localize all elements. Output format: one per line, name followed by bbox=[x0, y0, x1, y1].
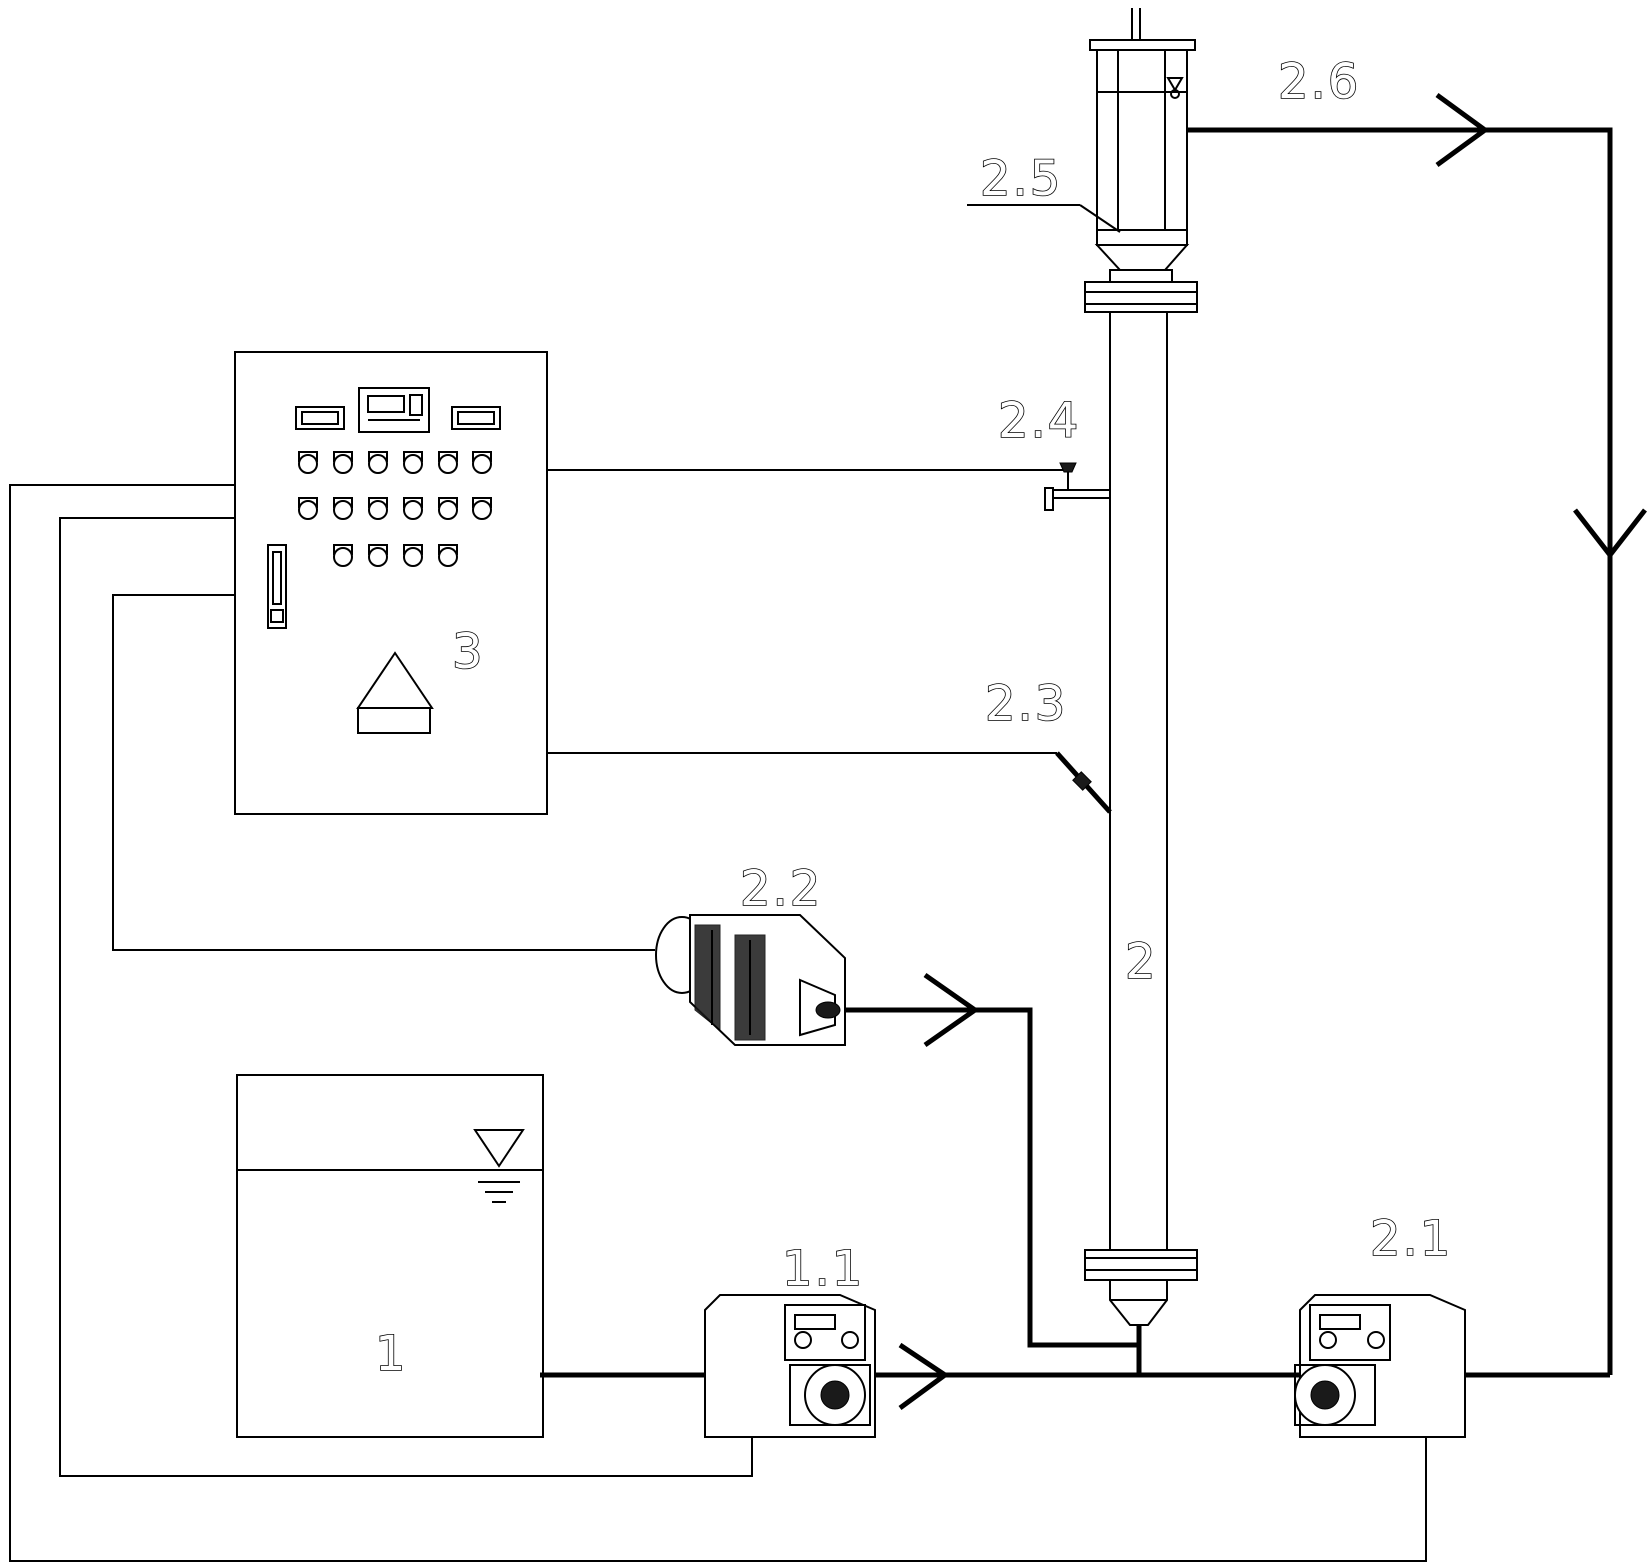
label-sensor-low: 2.3 bbox=[985, 676, 1067, 732]
cabinet-button-knob bbox=[438, 500, 458, 520]
settler-head bbox=[1084, 8, 1198, 313]
arrow-recycle-icon bbox=[1573, 508, 1647, 560]
cabinet-button-icon bbox=[333, 544, 353, 555]
cabinet-button-knob bbox=[333, 547, 353, 567]
cabinet-button-icon bbox=[298, 451, 318, 462]
arrow-outlet-icon bbox=[1435, 92, 1490, 168]
cabinet-button-icon bbox=[438, 544, 458, 555]
sensor-low-icon bbox=[1055, 751, 1112, 814]
cabinet-button-icon bbox=[298, 497, 318, 508]
cabinet-button-knob bbox=[403, 454, 423, 474]
feed-pump: 1.1 bbox=[704, 1240, 876, 1438]
cabinet-button-icon bbox=[472, 451, 492, 462]
cabinet-button-knob bbox=[438, 547, 458, 567]
feed-tank: 1 bbox=[236, 1074, 544, 1438]
display-right bbox=[451, 406, 501, 430]
cabinet-button-knob bbox=[438, 454, 458, 474]
cabinet-button-knob bbox=[298, 500, 318, 520]
cabinet-button-icon bbox=[472, 497, 492, 508]
label-outlet: 2.6 bbox=[1278, 54, 1360, 110]
cabinet-button-icon bbox=[368, 544, 388, 555]
label-recycle-pump: 2.1 bbox=[1370, 1211, 1452, 1267]
cabinet-button-icon bbox=[403, 451, 423, 462]
cabinet-button-knob bbox=[472, 500, 492, 520]
cabinet-button-icon bbox=[333, 451, 353, 462]
label-settler: 2.5 bbox=[980, 151, 1062, 207]
recycle-pump: 2.1 bbox=[1294, 1210, 1466, 1438]
water-level-icon bbox=[473, 1129, 525, 1203]
cabinet-buttons bbox=[298, 451, 492, 567]
sensor-high-icon bbox=[1044, 462, 1111, 511]
label-air-pump: 2.2 bbox=[740, 861, 822, 917]
arrow-feed-icon bbox=[898, 1342, 950, 1411]
cabinet-button-icon bbox=[333, 497, 353, 508]
flow-arrows bbox=[898, 92, 1647, 1411]
cabinet-button-knob bbox=[368, 500, 388, 520]
air-pump: 2.2 bbox=[655, 860, 846, 1046]
arrow-air-icon bbox=[923, 972, 980, 1048]
label-column: 2 bbox=[1125, 934, 1158, 990]
cabinet-button-knob bbox=[403, 500, 423, 520]
cabinet-button-icon bbox=[438, 497, 458, 508]
warning-light-icon bbox=[356, 651, 434, 734]
display-left bbox=[295, 406, 345, 430]
cabinet-button-icon bbox=[438, 451, 458, 462]
cabinet-button-knob bbox=[298, 454, 318, 474]
cabinet-button-knob bbox=[333, 454, 353, 474]
cabinet-button-knob bbox=[472, 454, 492, 474]
cabinet-button-icon bbox=[403, 497, 423, 508]
cabinet-button-knob bbox=[333, 500, 353, 520]
label-sensor-high: 2.4 bbox=[998, 393, 1080, 449]
cabinet-button-knob bbox=[368, 454, 388, 474]
cabinet-button-knob bbox=[403, 547, 423, 567]
cabinet-button-knob bbox=[368, 547, 388, 567]
control-cabinet: 3 bbox=[234, 351, 548, 815]
cabinet-button-icon bbox=[403, 544, 423, 555]
signal-wires bbox=[9, 469, 1427, 1562]
cabinet-button-icon bbox=[368, 497, 388, 508]
cabinet-button-icon bbox=[368, 451, 388, 462]
label-control-cabinet: 3 bbox=[452, 624, 485, 680]
label-feed-pump: 1.1 bbox=[782, 1241, 864, 1297]
label-tank: 1 bbox=[375, 1326, 408, 1382]
reactor-column: 2 bbox=[1044, 8, 1198, 1326]
